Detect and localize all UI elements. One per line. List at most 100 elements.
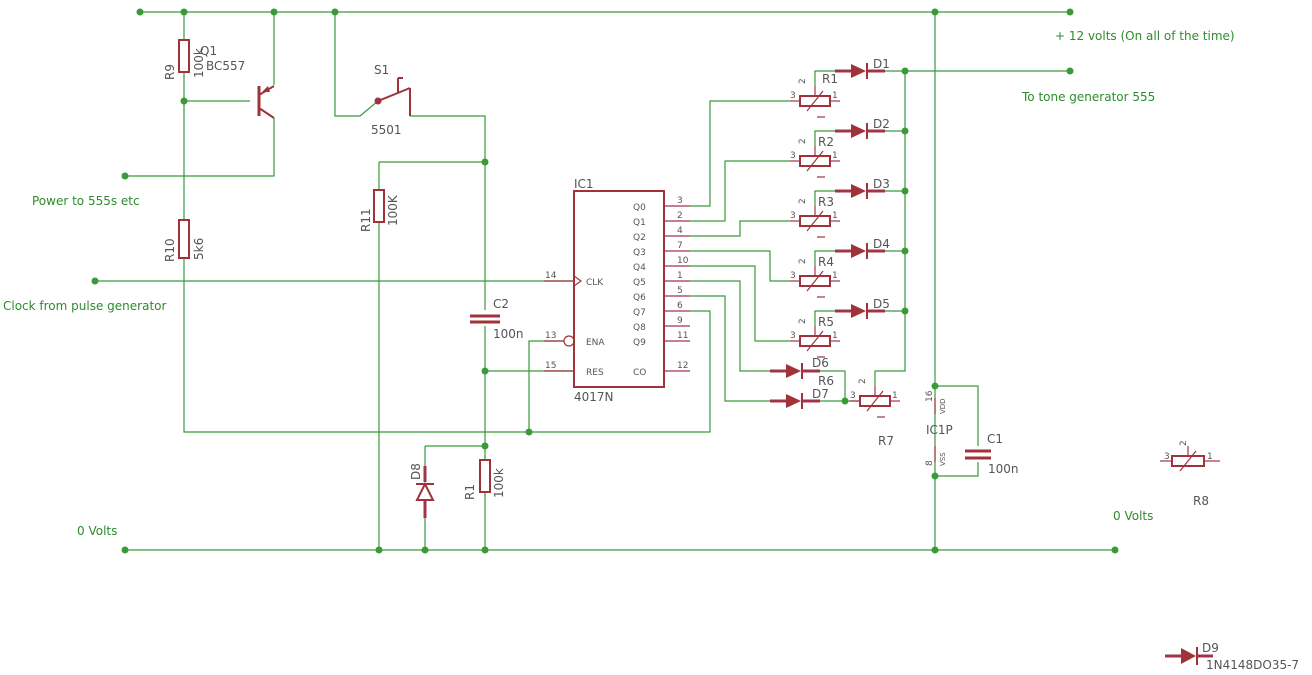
trimmer-r8: 3 1 2 R8 <box>1160 440 1220 508</box>
ic1p-vdd-label: VDD <box>939 398 947 414</box>
c2-value: 100n <box>493 327 524 341</box>
wires <box>95 11 1115 551</box>
trimmer-name-r5: R5 <box>818 315 834 329</box>
r10-value: 5k6 <box>192 238 206 260</box>
diode-name-d6: D6 <box>812 356 829 370</box>
diode-d6: D6 <box>770 356 829 379</box>
ic1-pin-name-q0: Q0 <box>633 203 646 213</box>
resistor-r1: R1 100k <box>463 459 506 500</box>
trimmer-pin3-number: 3 <box>790 91 796 101</box>
trimmer-pin2-number: 2 <box>798 258 808 264</box>
label-12v: + 12 volts (On all of the time) <box>1055 29 1235 43</box>
diode-d4: D4 <box>835 237 890 259</box>
label-zero-volts-left: 0 Volts <box>77 524 117 538</box>
diode-name-d7: D7 <box>812 387 829 401</box>
ic1p-pin-vss: 8 <box>925 460 935 466</box>
trimmer-pin1-number: 1 <box>832 91 838 101</box>
q1-name: Q1 <box>200 44 217 58</box>
diode-triangle <box>851 124 866 138</box>
ic1-pin-name-q9: Q9 <box>633 338 646 348</box>
ic1-pin-number-13: 13 <box>545 331 556 341</box>
ic1-name: IC1 <box>574 177 594 191</box>
diode-triangle <box>851 64 866 78</box>
r8-pin3: 3 <box>1164 452 1170 462</box>
r10-name: R10 <box>163 238 177 262</box>
ic1-pin-number-1: 1 <box>677 271 683 281</box>
d8-name: D8 <box>409 463 423 480</box>
ic1-pin-number-9: 9 <box>677 316 683 326</box>
ic1-pin-number-11: 11 <box>677 331 688 341</box>
diode-triangle <box>851 304 866 318</box>
label-tone-generator: To tone generator 555 <box>1021 90 1155 104</box>
ic1p-pin-vdd: 16 <box>925 390 935 402</box>
r8-pin2: 2 <box>1179 440 1189 446</box>
trimmer-arrow <box>806 150 824 172</box>
ic1-pin-number-10: 10 <box>677 256 689 266</box>
trimmer-name-r3: R3 <box>818 195 834 209</box>
trimmer-pin2-number: 2 <box>798 198 808 204</box>
trimmer-r6: R6 <box>818 374 834 388</box>
trimmer-pin3-number: 3 <box>790 331 796 341</box>
ic1-pin-number-12: 12 <box>677 361 688 371</box>
diode-name-d3: D3 <box>873 177 890 191</box>
diode-triangle <box>786 364 801 378</box>
ic1-pin-number-2: 2 <box>677 211 683 221</box>
trimmer-pin1-number: 1 <box>892 391 898 401</box>
resistor-r11: R11 100K <box>359 189 400 232</box>
c1-value: 100n <box>988 462 1019 476</box>
r11-value: 100K <box>386 194 400 226</box>
r8-name: R8 <box>1193 494 1209 508</box>
ic1-pin-number-15: 15 <box>545 361 556 371</box>
trimmer-arrow <box>806 210 824 232</box>
trimmer-name-r4: R4 <box>818 255 834 269</box>
ic1-pin-name-co: CO <box>633 368 646 378</box>
capacitor-c1: C1 100n <box>965 432 1019 476</box>
ic1p-name: IC1P <box>926 423 953 437</box>
ic1-pin-name-q5: Q5 <box>633 278 646 288</box>
trimmer-name-r7: R7 <box>878 434 894 448</box>
trimmer-arrow <box>806 270 824 292</box>
diode-name-d5: D5 <box>873 297 890 311</box>
ic1-pin-number-6: 6 <box>677 301 683 311</box>
trimmer-r3: 3 1 2 R3 <box>790 195 840 238</box>
resistor-r10: R10 5k6 <box>163 219 206 262</box>
trimmer-pin2-number: 2 <box>858 378 868 384</box>
trimmer-pin3-number: 3 <box>790 271 796 281</box>
ic1-pins: 14CLK13ENA15RES3Q02Q14Q27Q310Q41Q55Q66Q7… <box>544 196 690 378</box>
trimmer-pin1-number: 1 <box>832 271 838 281</box>
switch-s1: S1 5501 <box>371 63 411 137</box>
label-power-555: Power to 555s etc <box>32 194 140 208</box>
diode-triangle <box>786 394 801 408</box>
ic1-pin-name-q4: Q4 <box>633 263 646 273</box>
diode-triangle <box>851 244 866 258</box>
ic1-pin-number-4: 4 <box>677 226 683 236</box>
trimmer-name-r6: R6 <box>818 374 834 388</box>
ic1-4017: IC1 4017N <box>563 177 665 404</box>
ic1-pin-name-q2: Q2 <box>633 233 646 243</box>
trimmer-pin1-number: 1 <box>832 211 838 221</box>
ic1-value: 4017N <box>574 390 614 404</box>
ic1-pin-name-q7: Q7 <box>633 308 646 318</box>
ic1-pin-name-q6: Q6 <box>633 293 646 303</box>
label-zero-volts-right: 0 Volts <box>1113 509 1153 523</box>
trimmer-arrow <box>806 330 824 352</box>
diode-d5: D5 <box>835 297 890 319</box>
c2-name: C2 <box>493 297 509 311</box>
trimmer-pin3-number: 3 <box>790 211 796 221</box>
trimmer-name-r1: R1 <box>822 72 838 86</box>
ic1p-vss-label: VSS <box>939 452 947 466</box>
diode-d3: D3 <box>835 177 890 199</box>
ic1-pin-name-q8: Q8 <box>633 323 646 333</box>
ic1-pin-number-14: 14 <box>545 271 557 281</box>
diode-d9: D9 1N4148DO35-7 <box>1165 641 1299 672</box>
resistor-r9: R9 100k <box>163 39 206 80</box>
ic1-pin-name-q1: Q1 <box>633 218 646 228</box>
diode-name-d2: D2 <box>873 117 890 131</box>
